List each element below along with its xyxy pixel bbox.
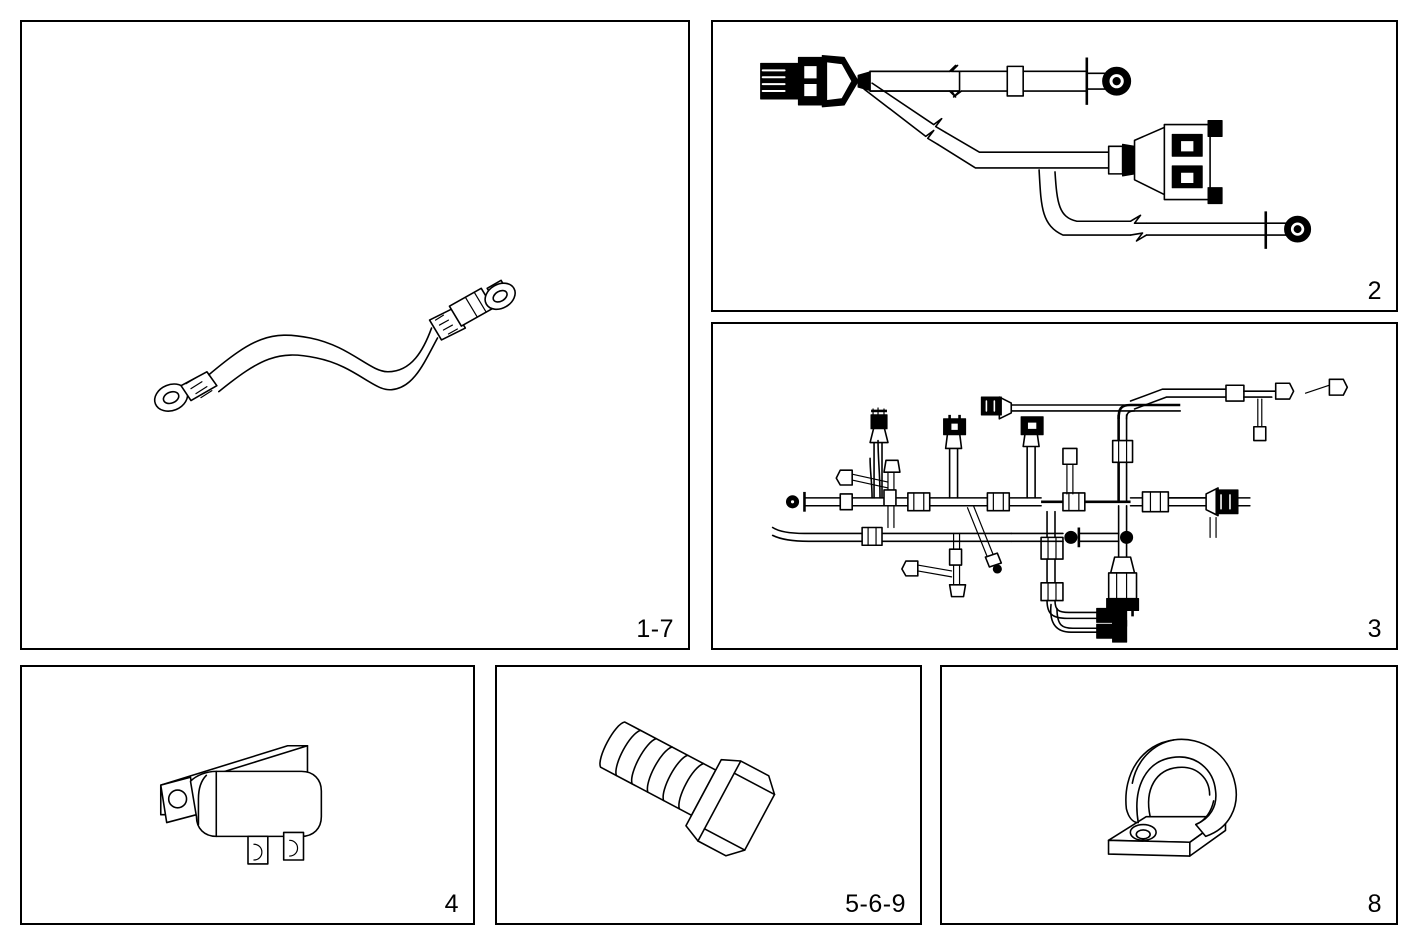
panel-label: 2 <box>1367 277 1382 305</box>
battery-cable-harness-illustration <box>713 22 1396 310</box>
hex-head-bolt-illustration <box>497 667 920 923</box>
battery-cable-assembly-illustration <box>22 22 688 648</box>
panel-label: 8 <box>1367 890 1382 918</box>
cable-clamp-illustration <box>942 667 1396 923</box>
panel-battery-cable-harness[interactable]: 2 <box>711 20 1398 312</box>
panel-label: 4 <box>444 890 459 918</box>
panel-label: 5-6-9 <box>845 890 906 918</box>
panel-battery-cable-assembly[interactable]: 1-7 <box>20 20 690 650</box>
main-engine-wiring-harness-illustration <box>713 324 1396 648</box>
panel-label: 3 <box>1367 615 1382 643</box>
panel-hex-head-bolt[interactable]: 5-6-9 <box>495 665 922 925</box>
relay-solenoid-illustration <box>22 667 473 923</box>
panel-main-engine-wiring-harness[interactable]: 3 <box>711 322 1398 650</box>
panel-label: 1-7 <box>636 615 674 643</box>
panel-cable-clamp[interactable]: 8 <box>940 665 1398 925</box>
panel-relay-solenoid[interactable]: 4 <box>20 665 475 925</box>
